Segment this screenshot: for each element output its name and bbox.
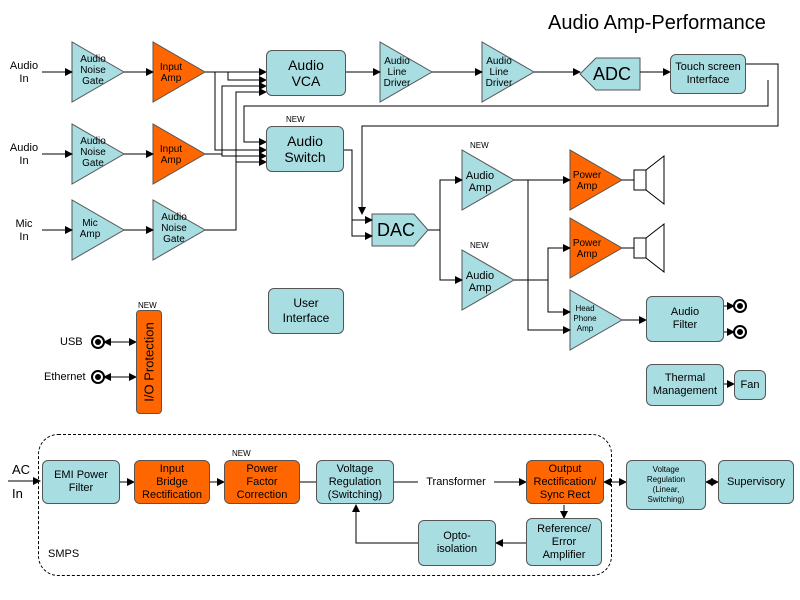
thermal-management-block: Thermal Management <box>646 364 724 406</box>
pfc-block: Power Factor Correction <box>224 460 300 504</box>
line-driver-2-label: Audio Line Driver <box>485 56 513 89</box>
noise-gate-2-label: Audio Noise Gate <box>80 136 106 169</box>
output-jack-1-icon <box>733 299 747 313</box>
noise-gate-1-label: Audio Noise Gate <box>80 54 106 87</box>
mic-in-label: Mic In <box>15 218 33 243</box>
headphone-amp-shape <box>569 289 624 351</box>
dac-label: DAC <box>376 220 415 240</box>
adc-shape <box>579 57 641 91</box>
voltage-reg-switching-block: Voltage Regulation (Switching) <box>316 460 394 504</box>
ethernet-jack-icon <box>91 370 105 384</box>
input-amp-2-label: Input Amp <box>159 144 183 166</box>
speaker-2-icon <box>633 222 665 274</box>
new-tag-pfc: NEW <box>232 449 251 458</box>
io-protection-block: I/O Protection <box>136 310 162 414</box>
input-bridge-block: Input Bridge Rectification <box>134 460 210 504</box>
audio-in-1-label: Audio In <box>9 60 39 85</box>
speaker-1-icon <box>633 154 665 206</box>
audio-filter-block: Audio Filter <box>646 296 724 342</box>
emi-filter-block: EMI Power Filter <box>42 460 120 504</box>
output-jack-2-icon <box>733 325 747 339</box>
smps-label: SMPS <box>48 548 80 560</box>
power-amp-2-label: Power Amp <box>572 238 602 260</box>
touch-screen-block: Touch screen Interface <box>670 54 746 94</box>
new-tag-audio-amp-2: NEW <box>470 241 489 250</box>
signal-lines <box>8 63 779 547</box>
audio-vca-block: Audio VCA <box>266 50 346 96</box>
usb-jack-icon <box>91 335 105 349</box>
mic-amp-label: Mic Amp <box>79 218 101 240</box>
ac-label: AC <box>12 462 31 477</box>
transformer-label: Transformer <box>426 476 486 488</box>
voltage-reg-linear-block: Voltage Regulation (Linear, Switching) <box>626 460 706 510</box>
audio-switch-block: Audio Switch <box>266 126 344 172</box>
dac-shape <box>371 213 429 247</box>
new-tag-audio-amp-1: NEW <box>470 141 489 150</box>
audio-amp-1-label: Audio Amp <box>465 170 495 194</box>
page-title: Audio Amp-Performance <box>548 12 766 34</box>
user-interface-block: User Interface <box>268 288 344 334</box>
audio-in-2-label: Audio In <box>9 142 39 167</box>
usb-label: USB <box>60 336 83 348</box>
opto-isolation-block: Opto- isolation <box>418 520 496 566</box>
supervisory-block: Supervisory <box>718 460 794 504</box>
noise-gate-3-label: Audio Noise Gate <box>161 212 187 245</box>
power-amp-1-label: Power Amp <box>572 170 602 192</box>
io-protection-label: I/O Protection <box>141 322 157 402</box>
adc-label: ADC <box>592 64 631 84</box>
ethernet-label: Ethernet <box>44 371 86 383</box>
new-tag-io-protection: NEW <box>138 301 157 310</box>
new-tag-switch: NEW <box>286 115 305 124</box>
smps-container <box>38 434 612 576</box>
ac-in-label: In <box>12 486 23 501</box>
output-rect-block: Output Rectification/ Sync Rect <box>526 460 604 504</box>
reference-error-block: Reference/ Error Amplifier <box>526 518 602 566</box>
audio-amp-2-label: Audio Amp <box>465 270 495 294</box>
line-driver-1-label: Audio Line Driver <box>383 56 411 89</box>
input-amp-1-label: Input Amp <box>159 62 183 84</box>
headphone-amp-label: Head Phone Amp <box>573 304 597 333</box>
fan-block: Fan <box>734 370 766 400</box>
